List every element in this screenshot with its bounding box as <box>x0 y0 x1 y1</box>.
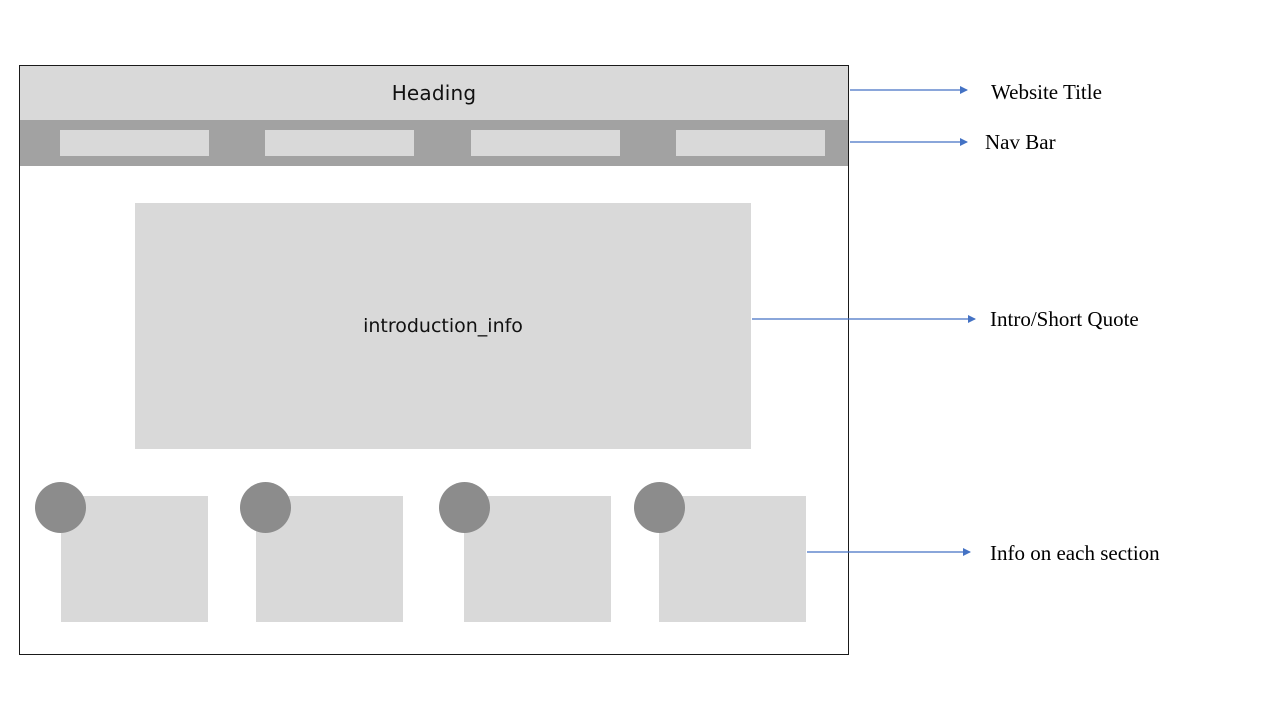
label-intro: Intro/Short Quote <box>990 307 1139 331</box>
section-card-3 <box>464 496 611 622</box>
label-website-title: Website Title <box>991 80 1102 104</box>
label-nav-bar: Nav Bar <box>985 130 1056 154</box>
nav-item-3 <box>471 130 620 156</box>
section-card-1 <box>61 496 208 622</box>
nav-item-2 <box>265 130 414 156</box>
intro-box: introduction_info <box>135 203 751 449</box>
wireframe-frame: Heading introduction_info <box>19 65 849 655</box>
section-circle-1 <box>35 482 86 533</box>
intro-text: introduction_info <box>363 315 523 337</box>
nav-bar <box>20 120 848 166</box>
label-sections: Info on each section <box>990 541 1160 565</box>
section-card-4 <box>659 496 806 622</box>
section-circle-4 <box>634 482 685 533</box>
nav-item-4 <box>676 130 825 156</box>
section-circle-2 <box>240 482 291 533</box>
nav-item-1 <box>60 130 209 156</box>
heading-bar: Heading <box>20 66 848 120</box>
section-circle-3 <box>439 482 490 533</box>
heading-text: Heading <box>391 81 477 105</box>
